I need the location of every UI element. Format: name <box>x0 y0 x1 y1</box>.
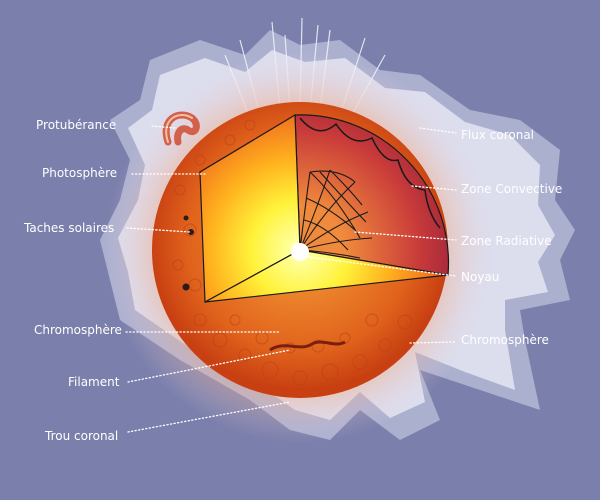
label-chromosphere-right: Chromosphère <box>461 333 549 347</box>
sun-sphere <box>152 102 450 398</box>
label-chromosphere-left: Chromosphère <box>34 323 122 337</box>
label-protuberance: Protubérance <box>36 118 116 132</box>
label-trou-coronal: Trou coronal <box>44 429 118 443</box>
label-photosphere: Photosphère <box>42 166 117 180</box>
labels: Protubérance Photosphère Taches solaires… <box>23 118 562 443</box>
label-zone-convective: Zone Convective <box>461 182 562 196</box>
label-flux-coronal: Flux coronal <box>461 128 534 142</box>
label-noyau: Noyau <box>461 270 499 284</box>
leader-lines <box>125 125 457 433</box>
label-zone-radiative: Zone Radiative <box>461 234 552 248</box>
label-taches-solaires: Taches solaires <box>23 221 114 235</box>
label-filament: Filament <box>68 375 120 389</box>
